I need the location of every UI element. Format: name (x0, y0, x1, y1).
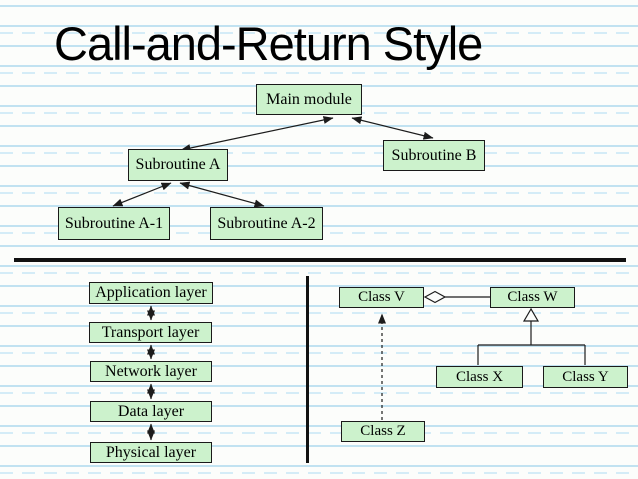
node-subroutine-a: Subroutine A (128, 149, 228, 181)
inheritance-triangle-icon (522, 307, 540, 322)
class-y: Class Y (543, 366, 628, 388)
layer-application: Application layer (89, 282, 213, 304)
ruled-dashed-line (0, 272, 638, 274)
ruled-dashed-line (0, 72, 638, 74)
class-v: Class V (339, 287, 424, 308)
horizontal-divider (14, 258, 626, 262)
node-subroutine-a2: Subroutine A-2 (210, 207, 323, 240)
class-x: Class X (436, 366, 523, 388)
call-arrow-suba-to-suba2 (179, 181, 265, 208)
class-w: Class W (490, 287, 575, 308)
call-arrow-main-to-subroutine-a (180, 116, 334, 152)
node-subroutine-a1: Subroutine A-1 (58, 207, 170, 240)
ruled-dashed-line (0, 312, 638, 314)
ruled-dashed-line (0, 192, 638, 194)
ruled-dashed-line (0, 32, 638, 34)
ruled-dashed-line (0, 392, 638, 394)
ruled-dashed-line (0, 432, 638, 434)
ruled-dashed-line (0, 472, 638, 474)
call-arrow-suba-to-suba1 (112, 182, 172, 207)
vertical-divider (306, 276, 309, 463)
call-arrow-main-to-subroutine-b (351, 116, 434, 140)
ruled-dashed-line (0, 152, 638, 154)
layer-physical: Physical layer (90, 442, 212, 463)
node-main-module: Main module (256, 84, 362, 115)
ruled-dashed-line (0, 352, 638, 354)
layer-network: Network layer (90, 361, 212, 382)
node-subroutine-b: Subroutine B (383, 140, 485, 171)
slide-title: Call-and-Return Style (54, 17, 483, 70)
layer-data: Data layer (90, 401, 212, 422)
aggregation-diamond-icon (423, 290, 447, 304)
layer-transport: Transport layer (89, 322, 212, 343)
class-z: Class Z (341, 421, 425, 442)
